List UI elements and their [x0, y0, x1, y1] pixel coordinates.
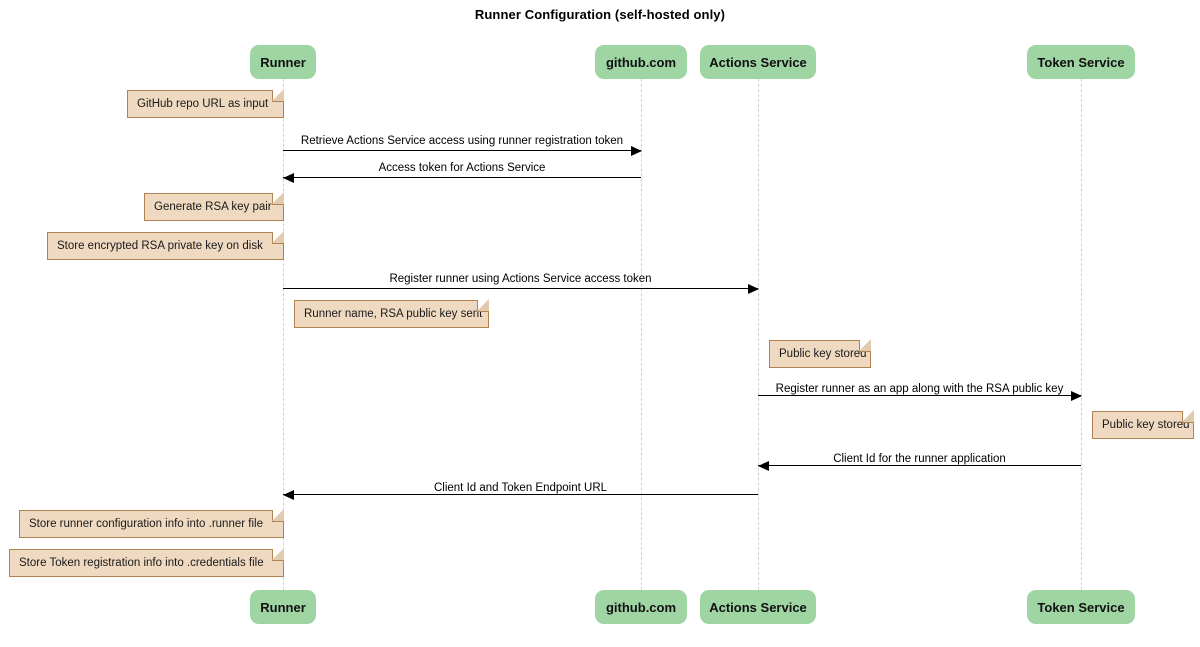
msg-register-runner-as-app-line	[758, 395, 1081, 396]
msg-client-id-token-endpoint-label: Client Id and Token Endpoint URL	[433, 482, 608, 494]
msg-access-token-arrowhead	[283, 173, 294, 183]
note-text: Generate RSA key pair	[154, 201, 272, 213]
note-text: Store encrypted RSA private key on disk	[57, 240, 263, 252]
participant-token-top[interactable]: Token Service	[1027, 45, 1135, 79]
participant-actions-bottom[interactable]: Actions Service	[700, 590, 816, 624]
msg-register-runner-as-app-arrowhead	[1071, 391, 1082, 401]
msg-access-token-line	[283, 177, 641, 178]
participant-label: Runner	[260, 599, 306, 615]
participant-label: github.com	[605, 599, 677, 615]
msg-register-runner-arrowhead	[748, 284, 759, 294]
participant-token-bottom[interactable]: Token Service	[1027, 590, 1135, 624]
note-fold-corner-icon	[477, 299, 489, 312]
msg-retrieve-actions-access-arrowhead	[631, 146, 642, 156]
note-text: Store runner configuration info into .ru…	[29, 518, 263, 530]
participant-label: Actions Service	[709, 599, 807, 615]
note-fold-corner-icon	[859, 339, 871, 352]
note-text: Public key stored	[1102, 419, 1190, 431]
note-store-token-registration: Store Token registration info into .cred…	[9, 548, 284, 577]
lifeline-github	[641, 79, 642, 590]
note-store-runner-config: Store runner configuration info into .ru…	[19, 509, 284, 538]
page-title: Runner Configuration (self-hosted only)	[474, 7, 726, 22]
note-text: Runner name, RSA public key sent	[304, 308, 483, 320]
note-fold-corner-icon	[272, 231, 284, 244]
note-fold-corner-icon	[272, 548, 284, 561]
note-runner-name-pubkey: Runner name, RSA public key sent	[294, 299, 489, 328]
lifeline-token	[1081, 79, 1082, 590]
note-public-key-stored-actions: Public key stored	[769, 339, 871, 368]
note-text: Public key stored	[779, 348, 867, 360]
msg-client-id-token-endpoint-arrowhead	[283, 490, 294, 500]
msg-retrieve-actions-access-line	[283, 150, 641, 151]
msg-retrieve-actions-access-label: Retrieve Actions Service access using ru…	[300, 135, 624, 147]
msg-client-id-token-endpoint-line	[283, 494, 758, 495]
note-public-key-stored-token: Public key stored	[1092, 410, 1194, 439]
note-text: GitHub repo URL as input	[137, 98, 269, 110]
participant-github-bottom[interactable]: github.com	[595, 590, 687, 624]
note-fold-corner-icon	[272, 192, 284, 205]
participant-runner-top[interactable]: Runner	[250, 45, 316, 79]
msg-access-token-label: Access token for Actions Service	[378, 162, 546, 174]
note-store-private-key: Store encrypted RSA private key on disk	[47, 231, 284, 260]
note-text: Store Token registration info into .cred…	[19, 557, 264, 569]
msg-client-id-runner-app-line	[758, 465, 1081, 466]
note-fold-corner-icon	[272, 89, 284, 102]
participant-label: Actions Service	[709, 54, 807, 70]
lifeline-runner	[283, 79, 284, 590]
participant-label: Token Service	[1037, 54, 1125, 70]
note-fold-corner-icon	[272, 509, 284, 522]
participant-actions-top[interactable]: Actions Service	[700, 45, 816, 79]
participant-label: github.com	[605, 54, 677, 70]
msg-client-id-runner-app-arrowhead	[758, 461, 769, 471]
msg-register-runner-as-app-label: Register runner as an app along with the…	[775, 383, 1064, 395]
msg-client-id-runner-app-label: Client Id for the runner application	[833, 453, 1006, 465]
participant-label: Runner	[260, 54, 306, 70]
msg-register-runner-label: Register runner using Actions Service ac…	[389, 273, 652, 285]
note-github-repo-url: GitHub repo URL as input	[127, 89, 284, 118]
participant-runner-bottom[interactable]: Runner	[250, 590, 316, 624]
note-generate-rsa: Generate RSA key pair	[144, 192, 284, 221]
note-fold-corner-icon	[1182, 410, 1194, 423]
lifeline-actions	[758, 79, 759, 590]
participant-label: Token Service	[1037, 599, 1125, 615]
participant-github-top[interactable]: github.com	[595, 45, 687, 79]
msg-register-runner-line	[283, 288, 758, 289]
